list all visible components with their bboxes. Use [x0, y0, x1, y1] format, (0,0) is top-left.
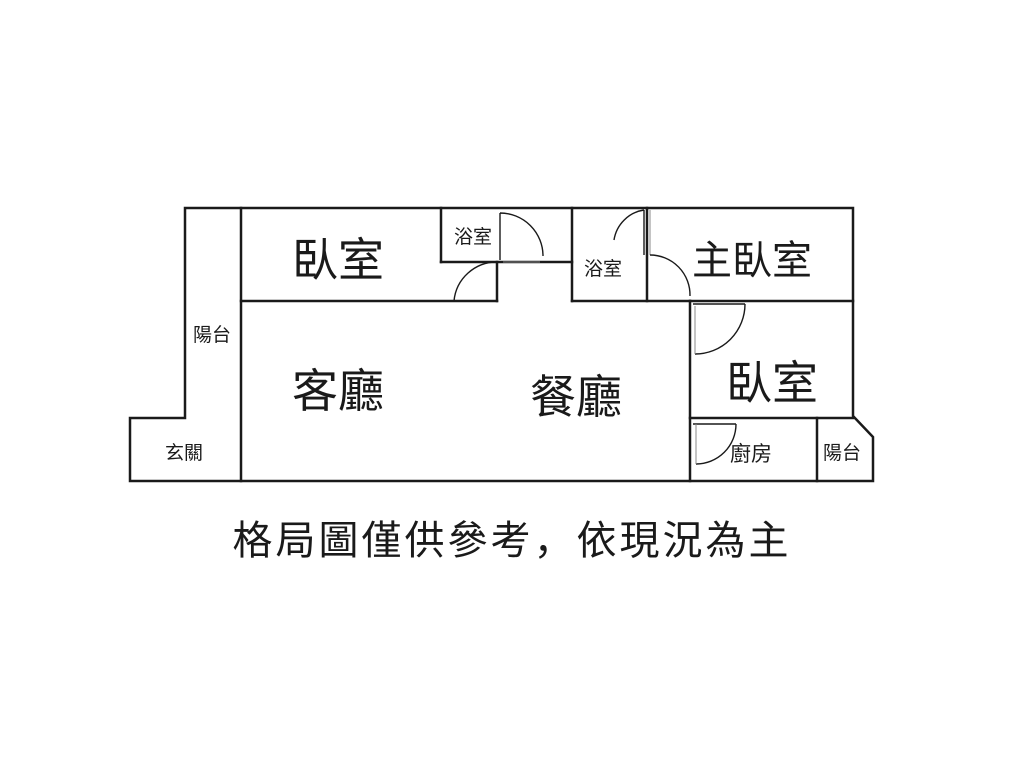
label-bath-2: 浴室 [584, 258, 622, 280]
label-balcony-left: 陽台 [193, 324, 231, 346]
room-labels: 臥室 浴室 浴室 主臥室 臥室 陽台 客廳 餐廳 玄關 廚房 陽台 [165, 226, 861, 466]
door-bath1 [499, 212, 544, 260]
doors [453, 209, 746, 465]
label-living-room: 客廳 [292, 364, 384, 418]
label-dining-room: 餐廳 [530, 370, 622, 424]
door-bath2 [613, 209, 645, 255]
label-bath-1: 浴室 [454, 226, 492, 248]
door-bedroom-top-left [453, 261, 498, 302]
outer-wall [128, 206, 875, 483]
door-bedroom-right [693, 303, 746, 355]
label-master-bedroom: 主臥室 [692, 238, 812, 284]
label-bedroom-right: 臥室 [726, 356, 818, 410]
disclaimer-caption: 格局圖僅供參考，依現況為主 [232, 518, 792, 564]
label-kitchen: 廚房 [730, 442, 772, 466]
door-kitchen [693, 423, 737, 465]
label-bedroom-top-left: 臥室 [292, 233, 384, 287]
label-entrance: 玄關 [165, 442, 203, 464]
door-master-bedroom [649, 254, 691, 297]
label-balcony-right: 陽台 [823, 442, 861, 464]
